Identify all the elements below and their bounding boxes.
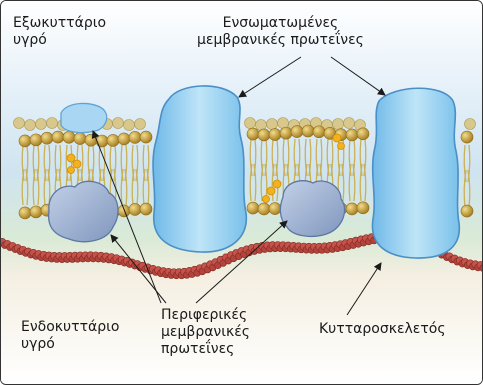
phospholipid-head [129,203,141,215]
cytoskeleton-label: Κυτταροσκελετός [319,321,446,338]
phospholipid-head [118,133,130,145]
phospholipid-head [52,131,64,143]
phospholipid-head [47,118,58,129]
phospholipid-head [129,131,141,143]
phospholipid-head [258,129,270,141]
phospholipid-head [30,206,42,218]
extracellular-fluid-label: Εξωκυττάριο υγρό [13,15,106,49]
phospholipid-head [267,119,278,130]
peripheral-proteins-label: Περιφερικές μεμβρανικές πρωτεΐνες [161,307,250,358]
phospholipid-head [278,118,289,129]
integral-protein-right [372,88,459,258]
phospholipid-head [14,118,25,129]
phospholipid-head [36,119,47,130]
phospholipid-head [346,203,358,215]
phospholipid-head [461,205,473,217]
cholesterol [273,180,281,188]
phospholipid-head [357,202,369,214]
phospholipid-head [302,125,314,137]
phospholipid-head [30,134,42,146]
phospholipid-head [313,126,325,138]
phospholipid-head [140,203,152,215]
phospholipid-head [269,203,281,215]
peripheral-protein-top [61,103,107,132]
phospholipid-head [245,118,256,129]
phospholipid-head [247,202,259,214]
phospholipid-head [19,135,31,147]
phospholipid-head [247,128,259,140]
phospholipid-head [465,119,476,130]
peripheral-protein-bottom-left [49,181,118,241]
phospholipid-head [291,126,303,138]
intracellular-fluid-label: Ενδοκυττάριο υγρό [21,319,119,353]
phospholipid-head [269,129,281,141]
cholesterol [338,143,345,150]
phospholipid-head [113,118,124,129]
phospholipid-head [258,203,270,215]
cholesterol [73,160,81,168]
phospholipid-head [357,128,369,140]
integral-protein-left [153,86,246,252]
cholesterol [68,167,75,174]
phospholipid-head [41,132,53,144]
phospholipid-head [19,207,31,219]
phospholipid-head [135,119,146,130]
phospholipid-head [85,134,97,146]
phospholipid-head [333,119,344,130]
phospholipid-head [140,131,152,143]
phospholipid-head [25,120,36,131]
phospholipid-head [118,205,130,217]
phospholipid-head [344,118,355,129]
cholesterol [263,196,270,203]
phospholipid-head [461,131,473,143]
cholesterol [67,154,75,162]
integral-proteins-label: Ενσωματωμένες μεμβρανικές πρωτεΐνες [197,15,364,49]
phospholipid-head [124,120,135,131]
phospholipid-head [280,127,292,139]
cholesterol [333,134,341,142]
phospholipid-head [96,135,108,147]
phospholipid-head [63,131,75,143]
peripheral-protein-middle [280,181,344,237]
phospholipid-head [346,129,358,141]
phospholipid-head [107,134,119,146]
phospholipid-head [74,133,86,145]
cholesterol [267,187,275,195]
